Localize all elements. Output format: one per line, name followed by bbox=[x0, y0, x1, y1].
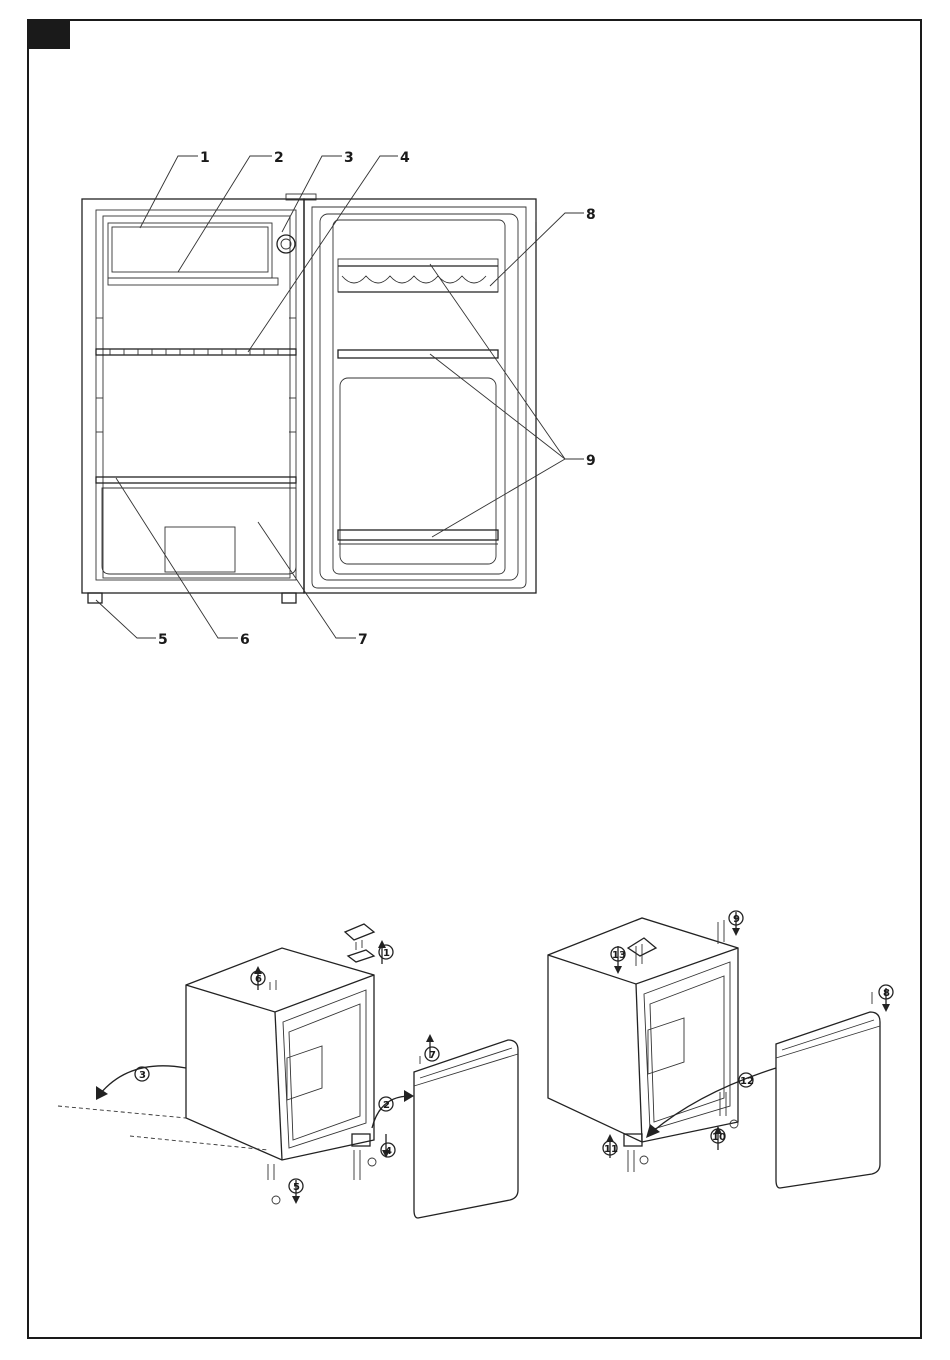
callout-4: 4 bbox=[400, 150, 410, 166]
callout-7: 7 bbox=[358, 632, 368, 648]
door-gasket bbox=[312, 207, 526, 588]
adjustable-foot-right bbox=[282, 593, 296, 603]
door-liner bbox=[320, 214, 518, 580]
step-5: 5 bbox=[293, 1182, 300, 1193]
thermostat-knob bbox=[277, 235, 295, 253]
door-panel bbox=[340, 378, 496, 564]
callout-1: 1 bbox=[200, 150, 210, 166]
door-removal-diagram: 1 2 3 4 5 6 7 bbox=[58, 924, 518, 1218]
wire-shelf bbox=[96, 349, 296, 355]
door-inner-panel bbox=[333, 220, 505, 574]
step-12: 12 bbox=[740, 1076, 754, 1087]
door-right bbox=[776, 1012, 880, 1188]
door-outer bbox=[304, 199, 536, 593]
freezer-compartment bbox=[108, 223, 272, 278]
callout-8: 8 bbox=[586, 207, 596, 223]
callout-2: 2 bbox=[274, 150, 284, 166]
drip-tray bbox=[108, 278, 278, 285]
door-reversal-diagram: 8 9 10 11 12 13 bbox=[548, 911, 893, 1188]
step-9: 9 bbox=[733, 914, 740, 925]
cabinet-liner bbox=[103, 216, 290, 578]
cabinet-box-right bbox=[548, 918, 738, 1142]
crisper-cover bbox=[96, 477, 296, 483]
step-8: 8 bbox=[883, 988, 890, 999]
step-11: 11 bbox=[604, 1144, 618, 1155]
door-left bbox=[414, 1040, 518, 1218]
adjustable-foot-left bbox=[88, 593, 102, 603]
freezer-inner bbox=[112, 227, 268, 272]
egg-tray bbox=[338, 259, 498, 292]
cabinet-outer bbox=[82, 199, 304, 593]
cabinet-inner-wall bbox=[96, 210, 296, 580]
callout-labels: 1 2 3 4 8 9 5 6 7 bbox=[158, 150, 596, 648]
crisper-window bbox=[165, 527, 235, 572]
step-4: 4 bbox=[385, 1146, 392, 1157]
steps-right-labels: 8 9 10 11 12 13 bbox=[603, 911, 893, 1155]
step-3: 3 bbox=[139, 1070, 146, 1081]
step-13: 13 bbox=[612, 950, 626, 961]
callout-9: 9 bbox=[586, 453, 596, 469]
step-7: 7 bbox=[429, 1050, 436, 1061]
foot-left bbox=[272, 1196, 280, 1204]
callout-6: 6 bbox=[240, 632, 250, 648]
callout-3: 3 bbox=[344, 150, 354, 166]
door-shelf-bottom bbox=[338, 530, 498, 540]
callout-5: 5 bbox=[158, 632, 168, 648]
step-10: 10 bbox=[712, 1132, 726, 1143]
top-hinge-plate bbox=[348, 950, 374, 962]
fridge-front-diagram bbox=[82, 194, 536, 603]
step-1: 1 bbox=[383, 948, 390, 959]
door-shelf-middle bbox=[338, 350, 498, 358]
step-2: 2 bbox=[383, 1100, 390, 1111]
top-hinge-cover bbox=[345, 924, 374, 940]
step-6: 6 bbox=[255, 974, 262, 985]
